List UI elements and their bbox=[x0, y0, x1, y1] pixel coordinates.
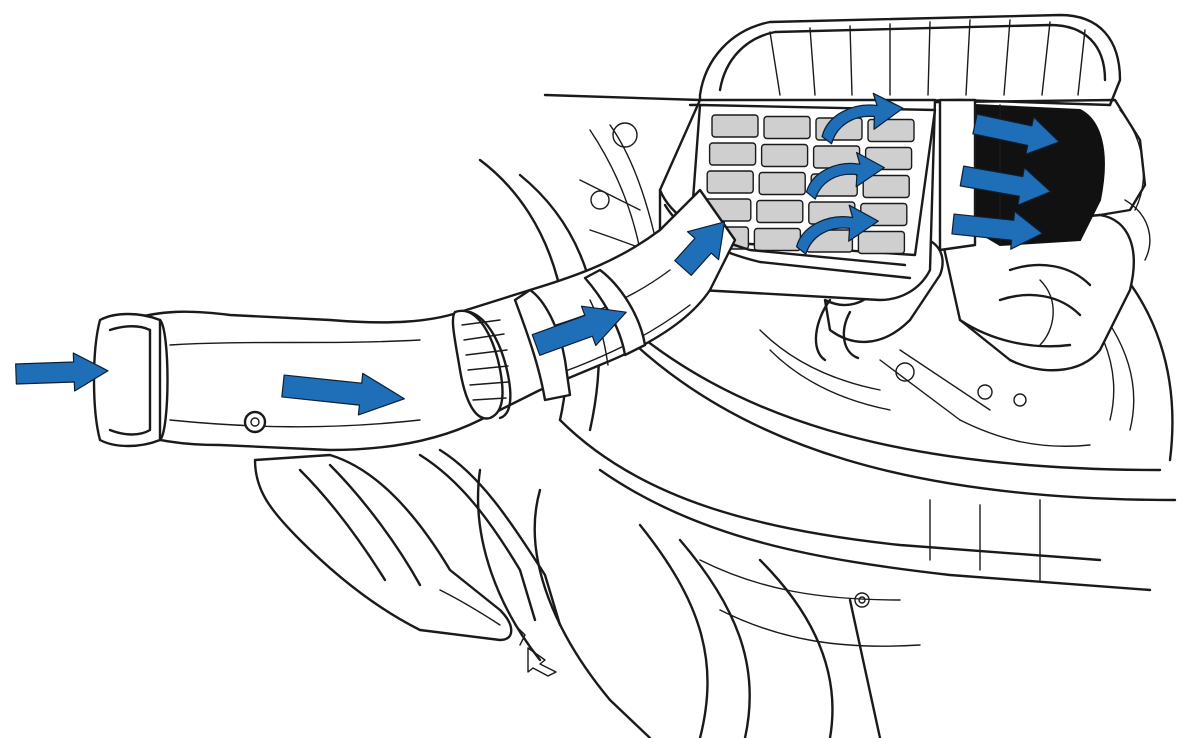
filter-cell bbox=[763, 115, 811, 140]
drain-arrow-icon bbox=[527, 647, 557, 677]
flow-arrows bbox=[15, 92, 1060, 416]
filter-cell bbox=[711, 114, 759, 138]
engine-detail bbox=[579, 122, 1135, 447]
filter-cell bbox=[758, 171, 806, 196]
duct-clamp bbox=[451, 309, 512, 420]
curved-flow-arrow-icon bbox=[795, 204, 879, 255]
filter-cell bbox=[760, 143, 809, 168]
flow-arrow-icon bbox=[674, 221, 726, 276]
flow-arrow-icon bbox=[531, 305, 627, 356]
flow-arrow-icon bbox=[972, 113, 1060, 155]
curved-flow-arrow-icon bbox=[805, 151, 885, 200]
flow-arrow-icon bbox=[959, 165, 1052, 206]
filter-cell bbox=[706, 170, 754, 194]
curved-flow-arrow-icon bbox=[821, 92, 904, 145]
filter-cell bbox=[756, 199, 804, 224]
filter-cell bbox=[862, 174, 910, 199]
filter-cell bbox=[857, 230, 906, 255]
flow-arrow-icon bbox=[15, 352, 109, 392]
flow-arrow-icon bbox=[281, 372, 405, 416]
filter-cell bbox=[753, 227, 802, 252]
intake-duct bbox=[92, 188, 737, 646]
filter-cell bbox=[708, 142, 757, 166]
airbox-outlet bbox=[938, 199, 1151, 372]
flow-arrow-icon bbox=[951, 210, 1044, 250]
